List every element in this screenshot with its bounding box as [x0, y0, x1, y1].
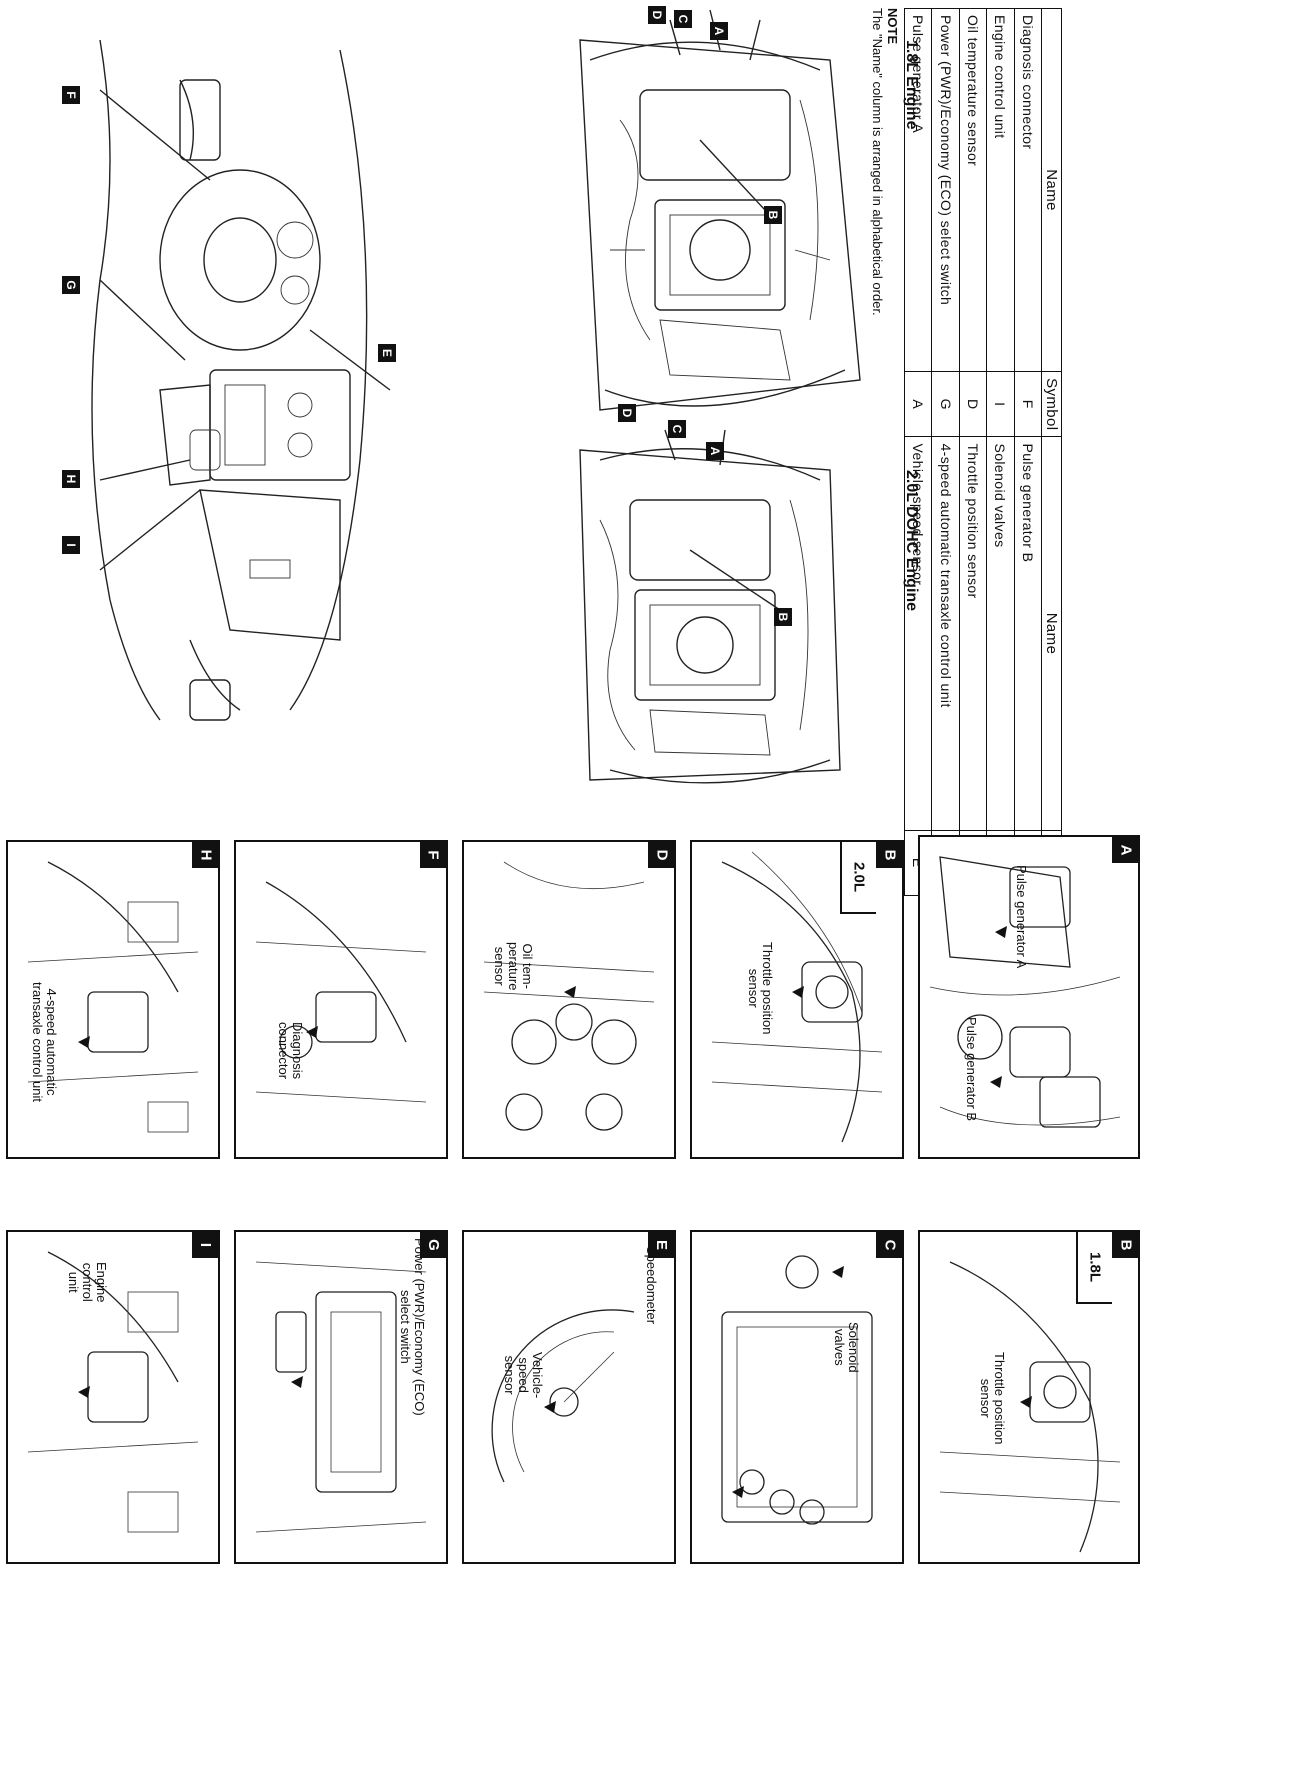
- detail-panel-a: A Pulse generator A Pulse generator B: [918, 835, 1140, 1159]
- col-header-symbol: Symbol: [1041, 371, 1062, 437]
- panel-tag: D: [648, 842, 674, 868]
- callout-h: H: [62, 470, 80, 488]
- cell-symbol: F: [1014, 371, 1042, 437]
- cell-name: Solenoid valves: [986, 436, 1015, 831]
- panel-tag: A: [1112, 837, 1138, 863]
- cell-name: 4-speed automatic transaxle control unit: [931, 436, 960, 831]
- dashboard-illustration: [91, 39, 391, 721]
- detail-panel-g: G Power (PWR)/Economy (ECO) select switc…: [234, 1230, 448, 1564]
- callout-a: A: [706, 442, 724, 460]
- engine-bay-1-8l-illustration: [579, 9, 861, 411]
- label-pulse-generator-b: Pulse generator B: [964, 1017, 979, 1122]
- detail-panel-h: H 4-speed automatic transaxle control un…: [6, 840, 220, 1159]
- label-pwr-eco-select-switch: Power (PWR)/Economy (ECO) select switch: [398, 1238, 427, 1416]
- callout-f: F: [62, 86, 80, 104]
- panel-tag: B: [876, 842, 902, 868]
- callout-e: E: [378, 344, 396, 362]
- label-engine-control-unit: Engine control unit: [66, 1262, 109, 1303]
- callout-c: C: [668, 420, 686, 438]
- label-diagnosis-connector: Diagnosis connector: [276, 1022, 305, 1080]
- heading-2-0l-engine: 2.0L DOHC Engine: [903, 470, 920, 612]
- panel-tag: E: [648, 1232, 674, 1258]
- cell-name: Engine control unit: [986, 8, 1015, 372]
- detail-panel-d: D Oil tem- perature sensor: [462, 840, 676, 1159]
- engine-version-badge: 1.8L: [1076, 1232, 1112, 1304]
- label-throttle-position-sensor: Throttle position sensor: [746, 942, 775, 1035]
- callout-g: G: [62, 276, 80, 294]
- engine-version-badge: 2.0L: [840, 842, 876, 914]
- heading-1-8l-engine: 1.8L Engine: [903, 40, 920, 130]
- cell-name: Oil temperature sensor: [959, 8, 987, 372]
- detail-panel-c: C Solenoid valves: [690, 1230, 904, 1564]
- label-oil-temperature-sensor: Oil tem- perature sensor: [492, 942, 535, 991]
- cell-name: Throttle position sensor: [959, 436, 987, 831]
- label-throttle-position-sensor: Throttle position sensor: [978, 1352, 1007, 1445]
- label-transaxle-control-unit: 4-speed automatic transaxle control unit: [30, 982, 59, 1102]
- col-header-name-2: Name: [1041, 436, 1062, 831]
- callout-c: C: [674, 10, 692, 28]
- panel-tag: H: [192, 842, 218, 868]
- detail-panel-b-1-8l: B 1.8L Throttle position sensor: [918, 1230, 1140, 1564]
- panel-tag: B: [1112, 1232, 1138, 1258]
- table-row: Oil temperature sensor D Throttle positi…: [959, 8, 987, 896]
- component-table-block: Name Symbol Name Symbol Diagnosis connec…: [870, 8, 1062, 896]
- callout-d: D: [648, 6, 666, 24]
- callout-b: B: [774, 608, 792, 626]
- cell-symbol: D: [959, 371, 987, 437]
- label-speedometer: Speedometer: [644, 1246, 659, 1325]
- panel-tag: F: [420, 842, 446, 868]
- panel-tag: G: [420, 1232, 446, 1258]
- panel-tag: C: [876, 1232, 902, 1258]
- detail-panel-f: F Diagnosis connector: [234, 840, 448, 1159]
- detail-panel-b-2-0l: B 2.0L Throttle position sensor: [690, 840, 904, 1159]
- callout-d: D: [618, 404, 636, 422]
- cell-name: Power (PWR)/Economy (ECO) select switch: [931, 8, 960, 372]
- label-solenoid-valves: Solenoid valves: [832, 1322, 861, 1373]
- table-row: Engine control unit I Solenoid valves C: [986, 8, 1015, 896]
- cell-symbol: G: [931, 371, 960, 437]
- cell-symbol: I: [986, 371, 1015, 437]
- col-header-name: Name: [1041, 8, 1062, 372]
- callout-b: B: [764, 206, 782, 224]
- panel-tag: I: [192, 1232, 218, 1258]
- table-row: Power (PWR)/Economy (ECO) select switch …: [931, 8, 960, 896]
- label-vehicle-speed-sensor: Vehicle- speed sensor: [502, 1352, 545, 1399]
- callout-i: I: [62, 536, 80, 554]
- cell-symbol: A: [904, 371, 932, 437]
- detail-panel-e: E Speedometer Vehicle- speed sensor: [462, 1230, 676, 1564]
- callout-a: A: [710, 22, 728, 40]
- component-table: Name Symbol Name Symbol Diagnosis connec…: [904, 8, 1062, 896]
- table-row: Diagnosis connector F Pulse generator B …: [1014, 8, 1042, 896]
- cell-name: Diagnosis connector: [1014, 8, 1042, 372]
- table-row: Pulse generator A A Vehicle-speed sensor…: [904, 8, 932, 896]
- engine-bay-2-0l-illustration: [579, 429, 841, 784]
- cell-name: Pulse generator B: [1014, 436, 1042, 831]
- label-pulse-generator-a: Pulse generator A: [1014, 865, 1029, 969]
- detail-panel-i: I Engine control unit: [6, 1230, 220, 1564]
